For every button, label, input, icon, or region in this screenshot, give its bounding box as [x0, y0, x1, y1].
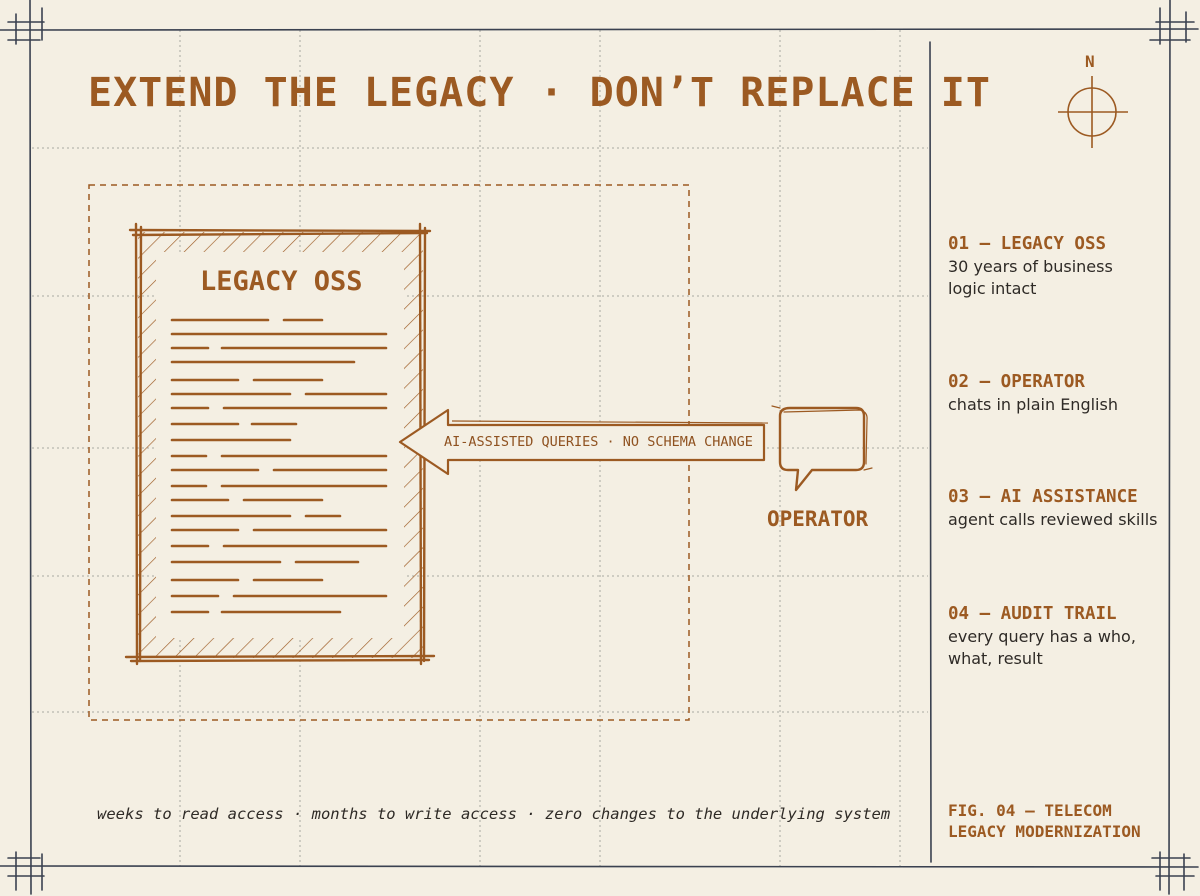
step-legacy-oss: 01 — LEGACY OSS 30 years of business log…: [948, 232, 1188, 300]
page-title: EXTEND THE LEGACY · DON’T REPLACE IT: [88, 70, 991, 116]
figure-caption: FIG. 04 — TELECOM LEGACY MODERNIZATION: [948, 801, 1141, 841]
compass-icon: [1058, 76, 1128, 148]
step-operator: 02 — OPERATOR chats in plain English: [948, 370, 1188, 416]
query-arrow: [398, 408, 769, 476]
step-description: agent calls reviewed skills: [948, 510, 1158, 529]
compass-north-label: N: [1085, 52, 1095, 71]
chat-bubble-icon: [771, 405, 873, 492]
step-heading: 03 — AI ASSISTANCE: [948, 487, 1138, 507]
step-description: 30 years of business logic intact: [948, 257, 1113, 298]
operator-label: OPERATOR: [767, 507, 869, 531]
step-description: chats in plain English: [948, 395, 1118, 414]
step-description: every query has a who, what, result: [948, 627, 1136, 668]
footer-note: weeks to read access · months to write a…: [97, 805, 891, 823]
step-audit-trail: 04 — AUDIT TRAIL every query has a who, …: [948, 602, 1188, 670]
legacy-oss-label: LEGACY OSS: [200, 266, 363, 297]
step-heading: 01 — LEGACY OSS: [948, 234, 1107, 254]
step-heading: 02 — OPERATOR: [948, 372, 1085, 392]
legacy-oss-box: [124, 222, 436, 666]
arrow-label: AI-ASSISTED QUERIES · NO SCHEMA CHANGE: [444, 434, 753, 450]
step-heading: 04 — AUDIT TRAIL: [948, 604, 1117, 624]
step-ai-assistance: 03 — AI ASSISTANCE agent calls reviewed …: [948, 485, 1188, 531]
